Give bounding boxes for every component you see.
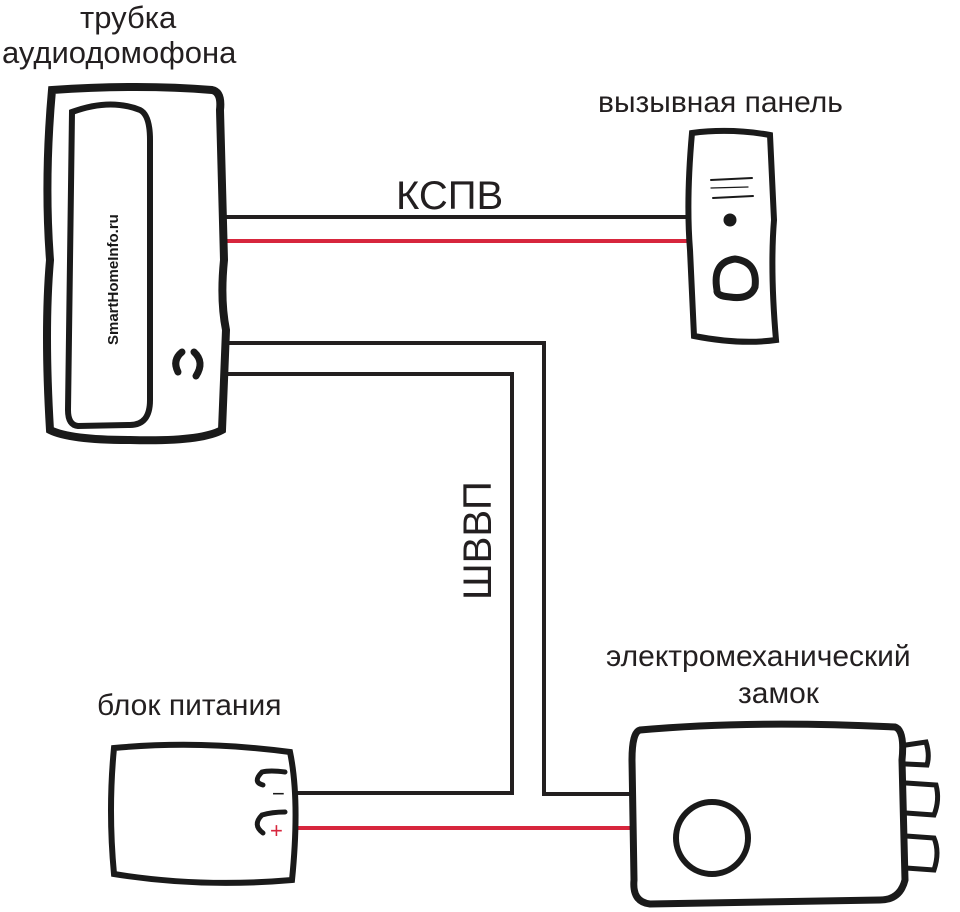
terminal-plus — [254, 809, 288, 836]
lock-body — [628, 720, 909, 908]
power-supply-label: блок питания — [97, 689, 282, 722]
power-supply: − + — [108, 741, 299, 886]
camera-icon — [723, 213, 737, 227]
latch-bolt-3 — [903, 833, 940, 873]
call-panel — [685, 127, 780, 345]
handset-body — [43, 83, 231, 445]
handset-brand: SmartHomeInfo.ru — [105, 214, 122, 345]
call-panel-body — [685, 127, 780, 345]
handset-receiver — [64, 101, 153, 430]
handset-button-icon — [172, 348, 204, 380]
power-supply-body — [108, 741, 299, 886]
lock-label-line2: замок — [738, 677, 819, 710]
speaker-grille-3 — [712, 195, 754, 199]
handset: SmartHomeInfo.ru — [43, 83, 231, 445]
lock-cylinder — [673, 799, 751, 877]
latch-bolt-2 — [903, 780, 941, 818]
plus-mark: + — [270, 818, 283, 843]
wire-outer-to-lock — [224, 341, 632, 796]
call-button-icon — [712, 255, 759, 301]
latch-bolt-1 — [903, 739, 931, 768]
minus-mark: − — [272, 781, 285, 806]
electromechanical-lock — [628, 720, 941, 908]
handset-label-line1: трубка — [80, 0, 177, 35]
terminal-minus — [254, 768, 288, 788]
handset-label-line2: аудиодомофона — [2, 35, 237, 70]
cable-top-label: КСПВ — [396, 174, 504, 218]
speaker-grille-1 — [710, 177, 753, 181]
call-panel-label: вызывная панель — [598, 86, 843, 119]
wire-inner-to-psu — [223, 372, 514, 795]
speaker-grille-2 — [710, 186, 749, 189]
lock-label-line1: электромеханический — [606, 640, 911, 673]
